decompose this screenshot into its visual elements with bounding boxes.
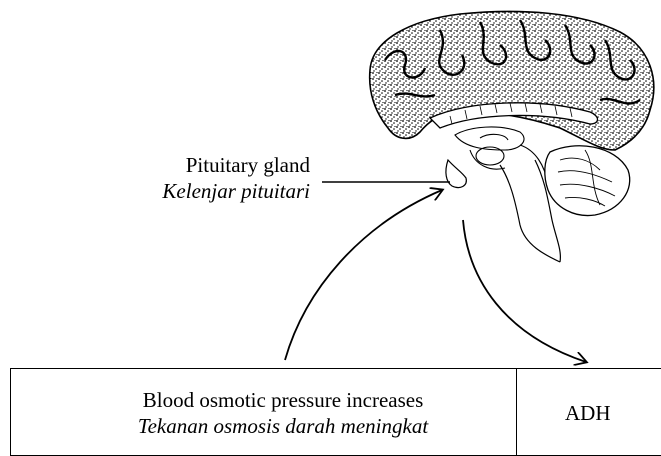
- blood-osmotic-pressure-box: Blood osmotic pressure increases Tekanan…: [10, 368, 556, 456]
- arrow-brain-to-adh: [463, 220, 586, 362]
- adh-box: ADH: [516, 368, 661, 456]
- pituitary-label: Pituitary gland Kelenjar pituitari: [90, 152, 310, 204]
- box-left-english: Blood osmotic pressure increases: [11, 387, 555, 413]
- brain-sagittal-section-icon: [370, 11, 654, 262]
- cerebellum: [545, 146, 630, 216]
- box-left-malay: Tekanan osmosis darah meningkat: [11, 413, 555, 439]
- pituitary-label-malay: Kelenjar pituitari: [90, 178, 310, 204]
- pituitary-label-english: Pituitary gland: [90, 152, 310, 178]
- inner-structures: [455, 127, 548, 185]
- pituitary-gland-shape: [446, 160, 466, 188]
- adh-label: ADH: [565, 400, 661, 426]
- arrow-box-to-pituitary: [285, 190, 442, 360]
